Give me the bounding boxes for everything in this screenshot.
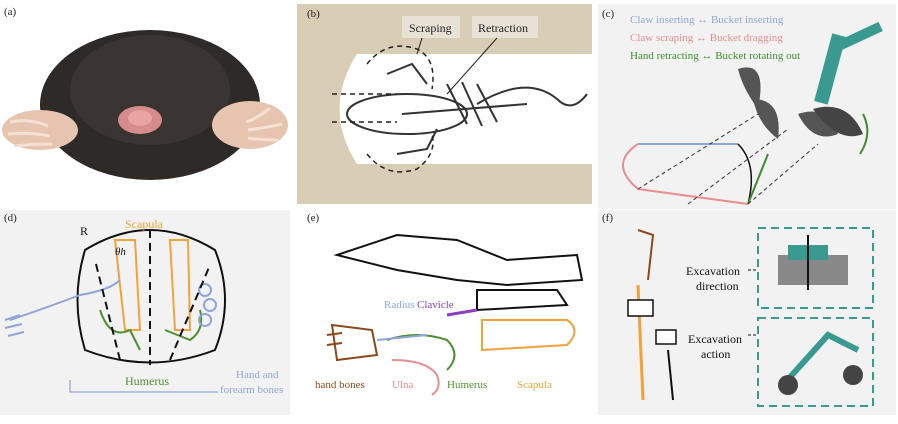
ulna-label: Ulna bbox=[392, 379, 414, 391]
scapula-label-d: Scapula bbox=[125, 217, 164, 231]
legend-hand-retracting: Hand retracting ↔ Bucket rotating out bbox=[630, 50, 801, 62]
excavator-mapping-figure: Excavation direction Excavation action bbox=[627, 227, 874, 407]
side-skeleton-figure: Radius Clavicle hand bones Ulna Humerus … bbox=[315, 233, 584, 396]
hand-forearm-label-1: Hand and bbox=[236, 369, 279, 381]
panel-a-mole-photo: (a) bbox=[0, 0, 290, 205]
panel-e-label: (e) bbox=[307, 212, 320, 224]
r-label: R bbox=[80, 224, 88, 238]
exc-direction-label-2: direction bbox=[696, 279, 739, 293]
hand-bones-label: hand bones bbox=[315, 379, 365, 391]
panel-d-label: (d) bbox=[4, 212, 17, 224]
clavicle-label: Clavicle bbox=[417, 299, 454, 311]
skeleton-scan-figure: Scraping Retraction bbox=[332, 16, 592, 173]
panel-b-label: (b) bbox=[307, 8, 320, 20]
hand-forearm-label-2: forearm bones bbox=[220, 384, 283, 396]
panel-f-excavator-mapping: (f) Excavation direction Excavation acti… bbox=[598, 210, 896, 415]
humerus-label-e: Humerus bbox=[447, 379, 487, 391]
exc-action-label-1: Excavation bbox=[688, 332, 742, 346]
frontal-skeleton-figure: R Scapula θh Humerus Hand and forearm bo… bbox=[4, 217, 283, 396]
exc-direction-label-1: Excavation bbox=[686, 264, 740, 278]
radius-label: Radius bbox=[384, 299, 415, 311]
panel-f-label: (f) bbox=[602, 212, 613, 224]
scraping-label: Scraping bbox=[409, 21, 452, 35]
scapula-label-e: Scapula bbox=[517, 379, 552, 391]
panel-a-label: (a) bbox=[4, 6, 17, 18]
panel-b-skeleton-scan: (b) Scraping Retraction bbox=[297, 4, 592, 204]
panel-d-frontal-view: (d) R Scapula θh Humerus Hand and forear… bbox=[0, 210, 290, 415]
trajectory-figure bbox=[622, 21, 883, 205]
theta-label: θh bbox=[115, 246, 126, 258]
panel-c-label: (c) bbox=[602, 8, 615, 20]
retraction-label: Retraction bbox=[478, 21, 528, 35]
exc-action-label-2: action bbox=[701, 347, 730, 361]
humerus-label-d: Humerus bbox=[125, 374, 169, 388]
panel-c-trajectory: (c) Claw inserting ↔ Bucket inserting Cl… bbox=[598, 4, 896, 209]
legend-claw-scraping: Claw scraping ↔ Bucket dragging bbox=[630, 32, 783, 44]
legend-claw-inserting: Claw inserting ↔ Bucket inserting bbox=[630, 14, 784, 26]
mole-illustration bbox=[2, 30, 288, 180]
panel-e-side-skeleton: (e) Radius Clavicle hand bones Ulna Hume… bbox=[297, 210, 592, 415]
